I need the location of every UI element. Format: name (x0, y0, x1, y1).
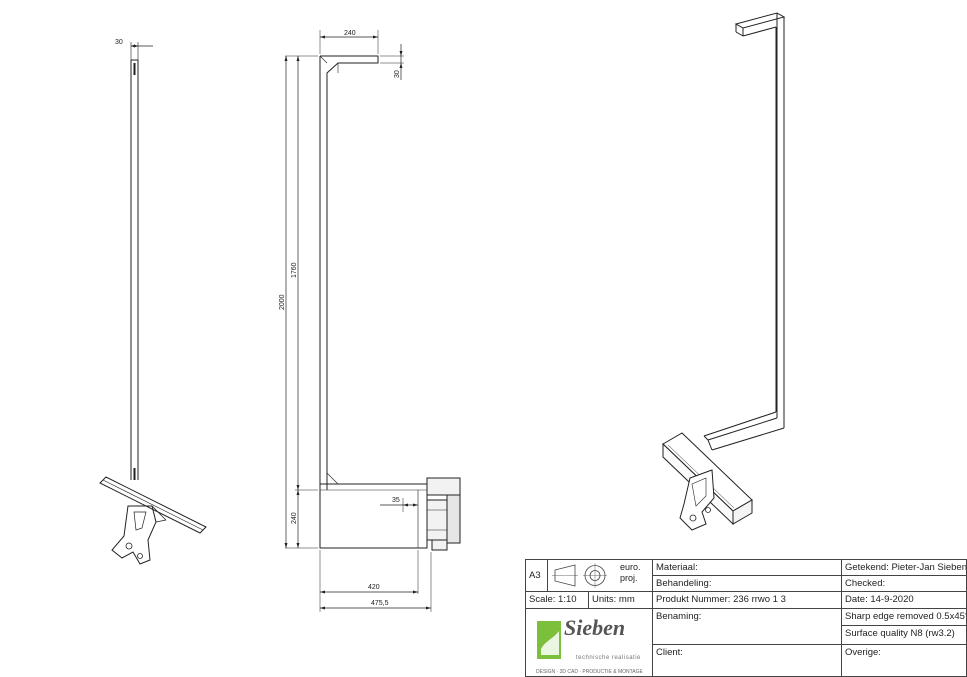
other-label: Overige: (845, 647, 881, 658)
logo-mark-icon (537, 621, 561, 659)
sheet-size-cell: A3 (525, 559, 548, 592)
sharp-edge-note: Sharp edge removed 0.5x45° (845, 611, 967, 622)
logo-name: Sieben (564, 615, 626, 640)
side-view (99, 42, 207, 565)
drawn-by: Getekend: Pieter-Jan Sieben (845, 562, 967, 573)
scale-cell: Scale: 1:10 (525, 591, 589, 609)
logo-subtitle: technische realisatie (576, 655, 641, 661)
treatment-cell: Behandeling: (652, 575, 842, 592)
client-label: Client: (656, 647, 683, 658)
dim-front-inset: 35 (392, 497, 400, 504)
date-cell: Date: 14-9-2020 (841, 591, 967, 609)
material-cell: Materiaal: (652, 559, 842, 576)
drawn-by-cell: Getekend: Pieter-Jan Sieben (841, 559, 967, 576)
dim-front-base-width: 420 (368, 584, 380, 591)
dim-front-top-height: 30 (394, 70, 401, 78)
name-label: Benaming: (656, 611, 702, 622)
checked-cell: Checked: (841, 575, 967, 592)
dim-side-top-width: 30 (115, 39, 123, 46)
projection-cell: euro. proj. (547, 559, 653, 592)
dim-front-base-height: 240 (291, 512, 298, 524)
dim-front-overall-width: 475,5 (371, 600, 389, 607)
logo-cell: Sieben technische realisatie DESIGN · 3D… (525, 608, 653, 677)
isometric-view (662, 12, 786, 531)
surface-quality-note: Surface quality N8 (rw3.2) (845, 628, 955, 639)
date: Date: 14-9-2020 (845, 594, 914, 605)
scale: Scale: 1:10 (529, 594, 577, 605)
product-number: Produkt Nummer: 236 rrwo 1 3 (656, 594, 786, 605)
logo-footer: DESIGN · 3D CAD · PRODUCTIE & MONTAGE (536, 669, 643, 675)
dim-front-top-width: 240 (344, 30, 356, 37)
front-view (284, 30, 461, 612)
units-cell: Units: mm (588, 591, 653, 609)
dim-front-upright-height: 1760 (291, 262, 298, 278)
checked-label: Checked: (845, 578, 886, 589)
title-block: A3 euro. proj. Scale: 1:10 Units: mm Sie… (525, 559, 967, 677)
units: Units: mm (592, 594, 635, 605)
material-label: Materiaal: (656, 562, 698, 573)
projection-symbol-icon (552, 563, 607, 588)
name-cell: Benaming: (652, 608, 842, 645)
sharp-edge-cell: Sharp edge removed 0.5x45° (841, 608, 967, 626)
product-number-cell: Produkt Nummer: 236 rrwo 1 3 (652, 591, 842, 609)
sheet-size: A3 (529, 570, 541, 581)
other-cell: Overige: (841, 644, 967, 677)
surface-quality-cell: Surface quality N8 (rw3.2) (841, 625, 967, 645)
projection-label: euro. proj. (620, 562, 641, 583)
dim-front-total-height: 2000 (279, 294, 286, 310)
client-cell: Client: (652, 644, 842, 677)
treatment-label: Behandeling: (656, 578, 712, 589)
